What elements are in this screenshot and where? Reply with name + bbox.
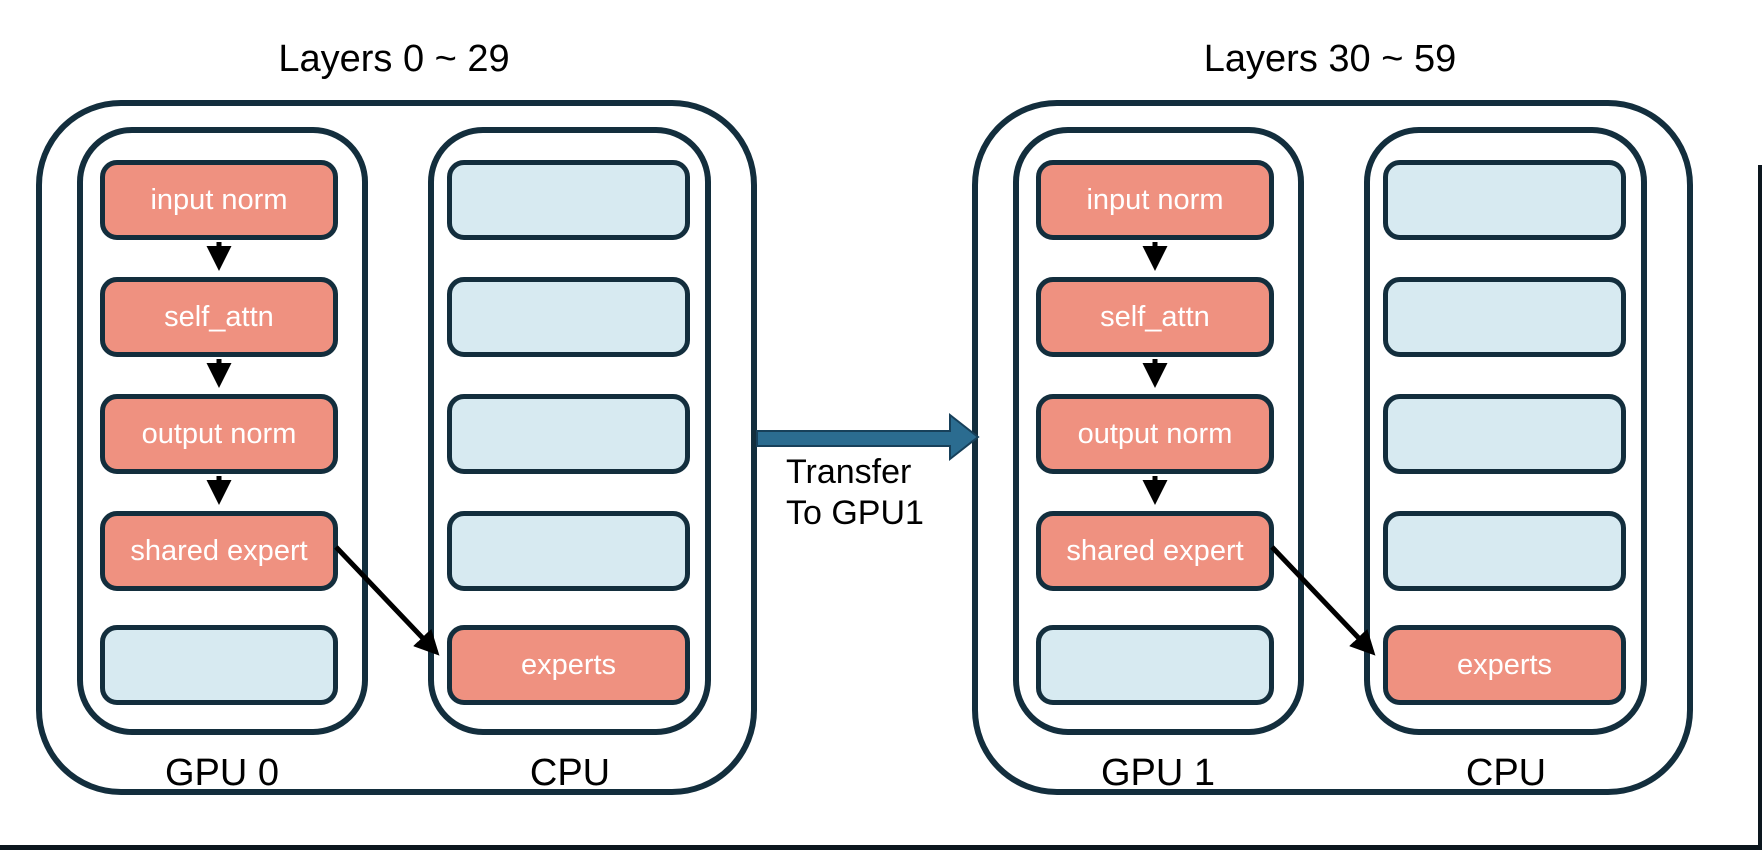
cpu-right-empty-slot-3 xyxy=(1383,394,1626,474)
gpu1-output-norm-box: output norm xyxy=(1036,394,1274,474)
cpu-left-experts-box: experts xyxy=(447,625,690,705)
transfer-label: Transfer To GPU1 xyxy=(786,452,924,534)
gpu0-self-attn-box: self_attn xyxy=(100,277,338,357)
cpu-left-empty-slot-1 xyxy=(447,160,690,240)
cpu-right-empty-slot-4 xyxy=(1383,511,1626,591)
gpu1-label: GPU 1 xyxy=(1100,752,1216,794)
gpu1-self-attn-box: self_attn xyxy=(1036,277,1274,357)
left-group-title: Layers 0 ~ 29 xyxy=(278,38,510,80)
gpu0-output-norm-box: output norm xyxy=(100,394,338,474)
gpu1-input-norm-box: input norm xyxy=(1036,160,1274,240)
gpu1-empty-slot-box xyxy=(1036,625,1274,705)
transfer-label-line1: Transfer xyxy=(786,453,912,491)
cpu-right-empty-slot-2 xyxy=(1383,277,1626,357)
gpu0-input-norm-box: input norm xyxy=(100,160,338,240)
cpu-right-label: CPU xyxy=(1465,752,1547,794)
gpu0-empty-slot-box xyxy=(100,625,338,705)
gpu1-shared-expert-box: shared expert xyxy=(1036,511,1274,591)
cpu-right-experts-box: experts xyxy=(1383,625,1626,705)
gpu0-label: GPU 0 xyxy=(164,752,280,794)
cpu-right-empty-slot-1 xyxy=(1383,160,1626,240)
cpu-left-empty-slot-4 xyxy=(447,511,690,591)
cpu-left-empty-slot-2 xyxy=(447,277,690,357)
right-group-title: Layers 30 ~ 59 xyxy=(1203,38,1457,80)
screen-bottom-edge-line xyxy=(0,845,1762,850)
cpu-left-empty-slot-3 xyxy=(447,394,690,474)
screen-right-edge-line xyxy=(1758,165,1762,850)
transfer-label-line2: To GPU1 xyxy=(786,494,924,532)
gpu0-shared-expert-box: shared expert xyxy=(100,511,338,591)
cpu-left-label: CPU xyxy=(529,752,611,794)
